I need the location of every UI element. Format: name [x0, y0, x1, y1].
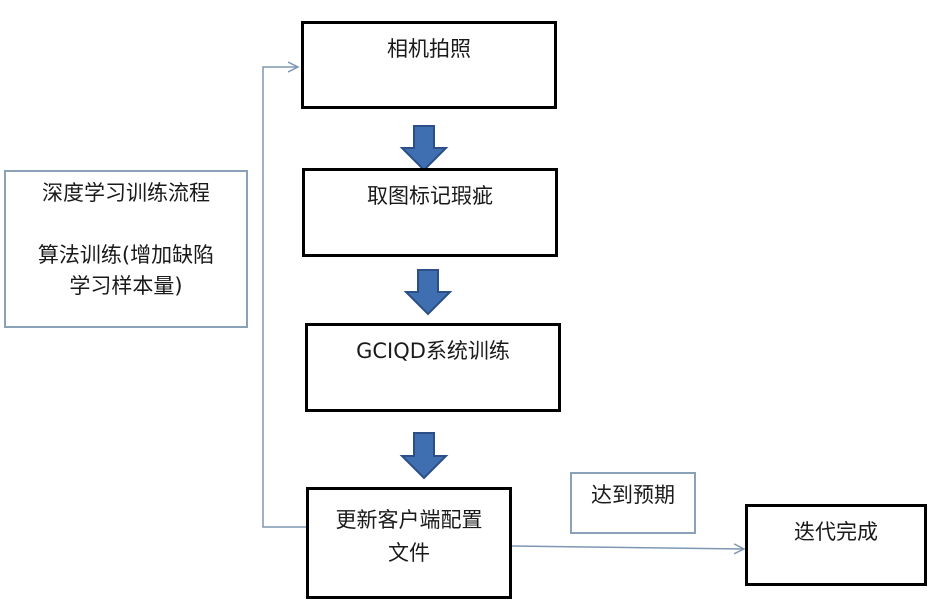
step-label: 相机拍照: [387, 37, 471, 61]
condition-label-box: 达到预期: [570, 472, 696, 534]
down-arrow-1: [399, 125, 449, 172]
step-label: 取图标记瑕疵: [367, 184, 493, 208]
side-note-spacer: [6, 209, 246, 240]
completion-connector: [511, 546, 744, 549]
down-arrow-2: [403, 269, 453, 316]
step-label: GCIQD系统训练: [356, 339, 510, 363]
step-label-line2: 文件: [388, 541, 430, 565]
step-label: 迭代完成: [794, 520, 878, 544]
feedback-loop-connector: [262, 67, 306, 528]
side-note-line2: 算法训练(增加缺陷: [37, 243, 215, 267]
step-iteration-complete: 迭代完成: [745, 504, 927, 586]
down-arrow-3: [399, 432, 449, 480]
step-update-client-config: 更新客户端配置 文件: [306, 487, 512, 599]
step-defect-labeling: 取图标记瑕疵: [302, 168, 558, 257]
side-note-line1: 深度学习训练流程: [42, 181, 210, 205]
side-note-box: 深度学习训练流程 算法训练(增加缺陷 学习样本量): [4, 170, 248, 328]
condition-label: 达到预期: [591, 483, 675, 507]
side-note-line3: 学习样本量): [69, 274, 183, 298]
step-system-training: GCIQD系统训练: [305, 323, 561, 412]
step-camera-capture: 相机拍照: [301, 21, 557, 109]
step-label-line1: 更新客户端配置: [335, 508, 483, 532]
